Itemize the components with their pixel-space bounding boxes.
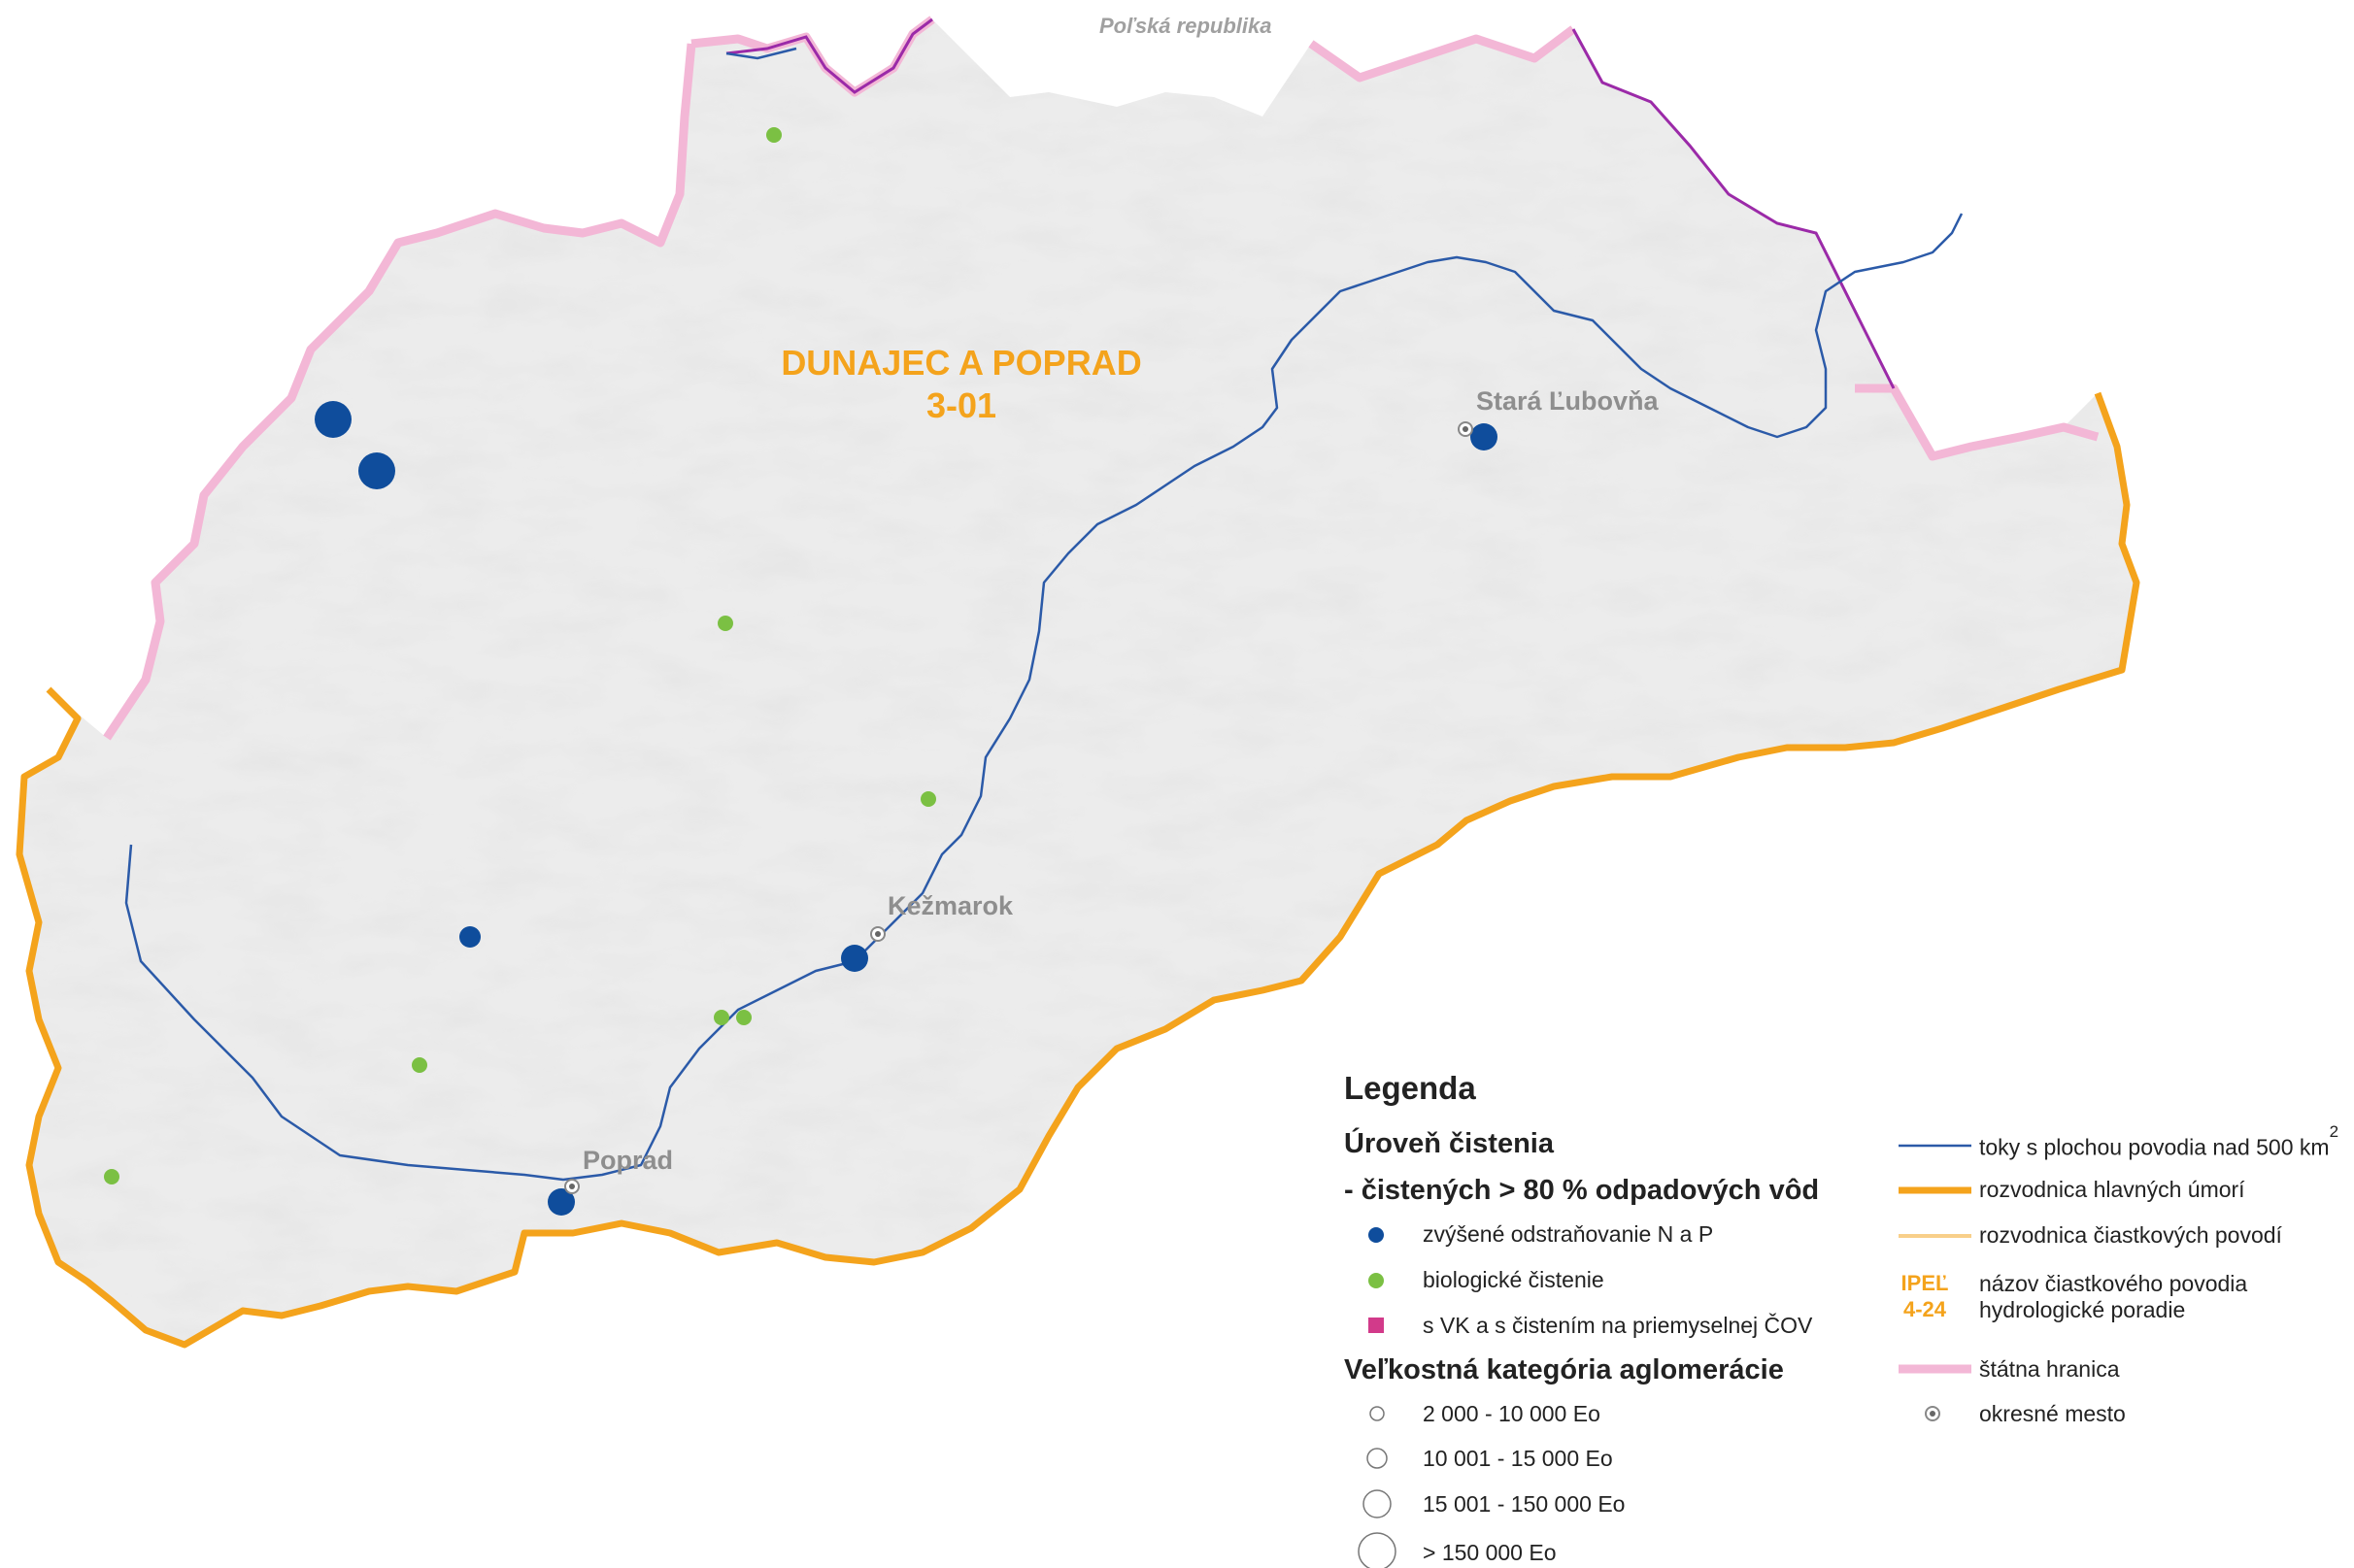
legend-river-label: toky s plochou povodia nad 500 km2 (1979, 1122, 2338, 1161)
plant-blue (459, 926, 481, 948)
legend-hydro-order-label: hydrologické poradie (1979, 1297, 2186, 1322)
plant-blue (1470, 423, 1497, 450)
legend-treatment-subheading: - čistených > 80 % odpadových vôd (1344, 1175, 1820, 1206)
legend-treatment-heading: Úroveň čistenia (1344, 1128, 1554, 1159)
state-border (103, 43, 696, 741)
border-river (725, 17, 1896, 389)
legend-size-label-3: 15 001 - 150 000 Eo (1423, 1491, 1626, 1517)
legend-main-divide-label: rozvodnica hlavných úmorí (1979, 1177, 2245, 1202)
legend-river-text: toky s plochou povodia nad 500 km (1979, 1134, 2330, 1160)
plant-green (766, 127, 782, 143)
treatment-plants (104, 127, 1497, 1216)
legend-ipel-code: 4-24 (1902, 1297, 1947, 1321)
river-poprad (124, 213, 1964, 1182)
plant-green (736, 1010, 752, 1025)
legend-size-label-1: 2 000 - 10 000 Eo (1423, 1401, 1600, 1426)
legend-border-label: štátna hranica (1979, 1356, 2120, 1382)
basin-label: DUNAJEC A POPRAD 3-01 (748, 342, 1175, 427)
legend-size-4 (1358, 1532, 1396, 1568)
plant-blue (841, 945, 868, 972)
legend-town-label: okresné mesto (1979, 1401, 2126, 1426)
plant-green (718, 616, 733, 631)
legend-symbols (1358, 1144, 1971, 1568)
river-dunajec (725, 47, 797, 60)
legend-size-2 (1366, 1448, 1388, 1469)
basin-code: 3-01 (925, 385, 997, 425)
main-divide (16, 391, 2140, 1349)
legend-item-n-p: zvýšené odstraňovanie N a P (1423, 1221, 1714, 1247)
plant-blue (548, 1188, 575, 1216)
district-towns (564, 421, 1473, 1194)
legend-green-dot (1368, 1273, 1384, 1288)
neighbor-country-label: Poľská republika (1099, 14, 1272, 38)
legend-ipel-sample: IPEĽ 4-24 (1896, 1270, 1954, 1322)
plant-green (921, 791, 936, 807)
legend-blue-dot (1368, 1227, 1384, 1243)
legend-size-3 (1362, 1489, 1392, 1518)
legend-magenta-square (1368, 1318, 1384, 1333)
basin-name: DUNAJEC A POPRAD (781, 343, 1142, 383)
legend-item-industrial: s VK a s čistením na priemyselnej ČOV (1423, 1313, 1813, 1338)
legend-item-biological: biologické čistenie (1423, 1267, 1604, 1292)
plant-green (104, 1169, 119, 1184)
legend-size-heading: Veľkostná kategória aglomerácie (1344, 1354, 1784, 1385)
legend-sub-basin-label: názov čiastkového povodia (1979, 1271, 2248, 1296)
plant-green (412, 1057, 427, 1073)
terrain-relief (19, 19, 2136, 1345)
legend-river-sup: 2 (2329, 1122, 2339, 1141)
legend-size-label-2: 10 001 - 15 000 Eo (1423, 1446, 1613, 1471)
legend-ipel-name: IPEĽ (1900, 1271, 1949, 1295)
legend-town-marker-core (1930, 1411, 1935, 1417)
plant-blue (315, 401, 352, 438)
town-label-poprad: Poprad (583, 1146, 674, 1175)
legend-size-label-4: > 150 000 Eo (1423, 1540, 1557, 1565)
town-marker (875, 931, 881, 937)
town-marker (569, 1184, 575, 1189)
town-label-stara-lubovna: Stará Ľubovňa (1476, 386, 1659, 416)
plant-blue (358, 452, 395, 489)
town-label-kezmarok: Kežmarok (888, 891, 1014, 920)
town-marker (1463, 426, 1468, 432)
legend-size-1 (1369, 1406, 1385, 1421)
plant-green (714, 1010, 729, 1025)
legend-title: Legenda (1344, 1070, 1476, 1106)
legend-sub-divide-label: rozvodnica čiastkových povodí (1979, 1222, 2282, 1248)
